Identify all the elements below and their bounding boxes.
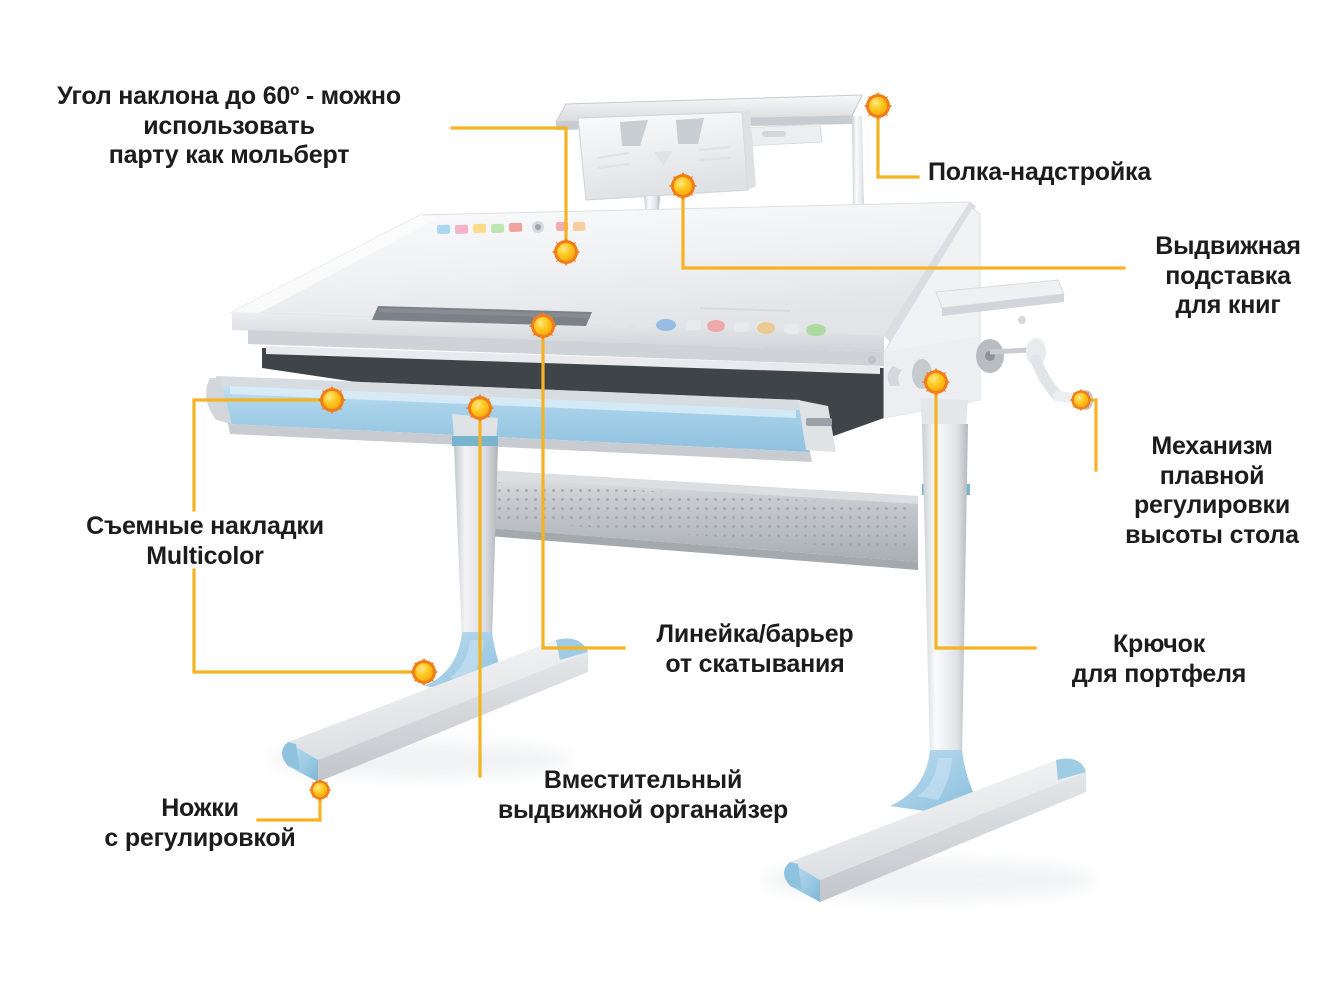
marker-organizer-drawer[interactable] bbox=[465, 393, 495, 423]
marker-bag-hook[interactable] bbox=[921, 367, 951, 397]
marker-book-stand[interactable] bbox=[668, 171, 698, 201]
perforated-crossbar bbox=[488, 470, 918, 570]
marker-multicolor-pads-foot[interactable] bbox=[409, 657, 439, 687]
marker-top-shelf[interactable] bbox=[863, 91, 893, 121]
callout-label-ruler-barrier: Линейка/барьер от скатывания bbox=[656, 620, 854, 678]
sun-icon bbox=[1069, 388, 1093, 412]
sun-icon bbox=[409, 657, 439, 687]
desk-top bbox=[230, 201, 976, 352]
pullout-tray bbox=[935, 279, 1065, 316]
sun-icon bbox=[921, 367, 951, 397]
sun-icon bbox=[668, 171, 698, 201]
callout-label-book-stand: Выдвижная подставка для книг bbox=[1155, 232, 1301, 319]
right-foot bbox=[784, 758, 1086, 902]
sun-icon bbox=[528, 311, 558, 341]
sun-icon bbox=[465, 393, 495, 423]
marker-multicolor-pads-top[interactable] bbox=[317, 385, 347, 415]
marker-height-mechanism[interactable] bbox=[1069, 388, 1093, 412]
callout-label-multicolor-pads: Съемные накладки Multicolor bbox=[86, 512, 324, 570]
sun-icon bbox=[317, 385, 347, 415]
sun-icon bbox=[551, 237, 581, 267]
front-edge-stickers bbox=[612, 307, 826, 336]
marker-tilt-angle[interactable] bbox=[551, 237, 581, 267]
sun-icon bbox=[863, 91, 893, 121]
sun-icon bbox=[308, 778, 332, 802]
book-stand bbox=[577, 110, 756, 222]
right-column bbox=[890, 398, 988, 820]
callout-label-top-shelf: Полка-надстройка bbox=[928, 158, 1152, 186]
marker-adjustable-feet[interactable] bbox=[308, 778, 332, 802]
callout-label-height-mechanism: Механизм плавной регулировки высоты стол… bbox=[1125, 432, 1299, 549]
callout-label-adjustable-feet: Ножки с регулировкой bbox=[104, 794, 296, 852]
callout-label-bag-hook: Крючок для портфеля bbox=[1071, 630, 1247, 688]
callout-label-organizer-drawer: Вместительный выдвижной органайзер bbox=[497, 766, 789, 824]
callout-label-tilt-angle: Угол наклона до 60º - можно использовать… bbox=[57, 82, 401, 169]
marker-ruler-barrier[interactable] bbox=[528, 311, 558, 341]
organizer-drawer bbox=[206, 376, 836, 462]
